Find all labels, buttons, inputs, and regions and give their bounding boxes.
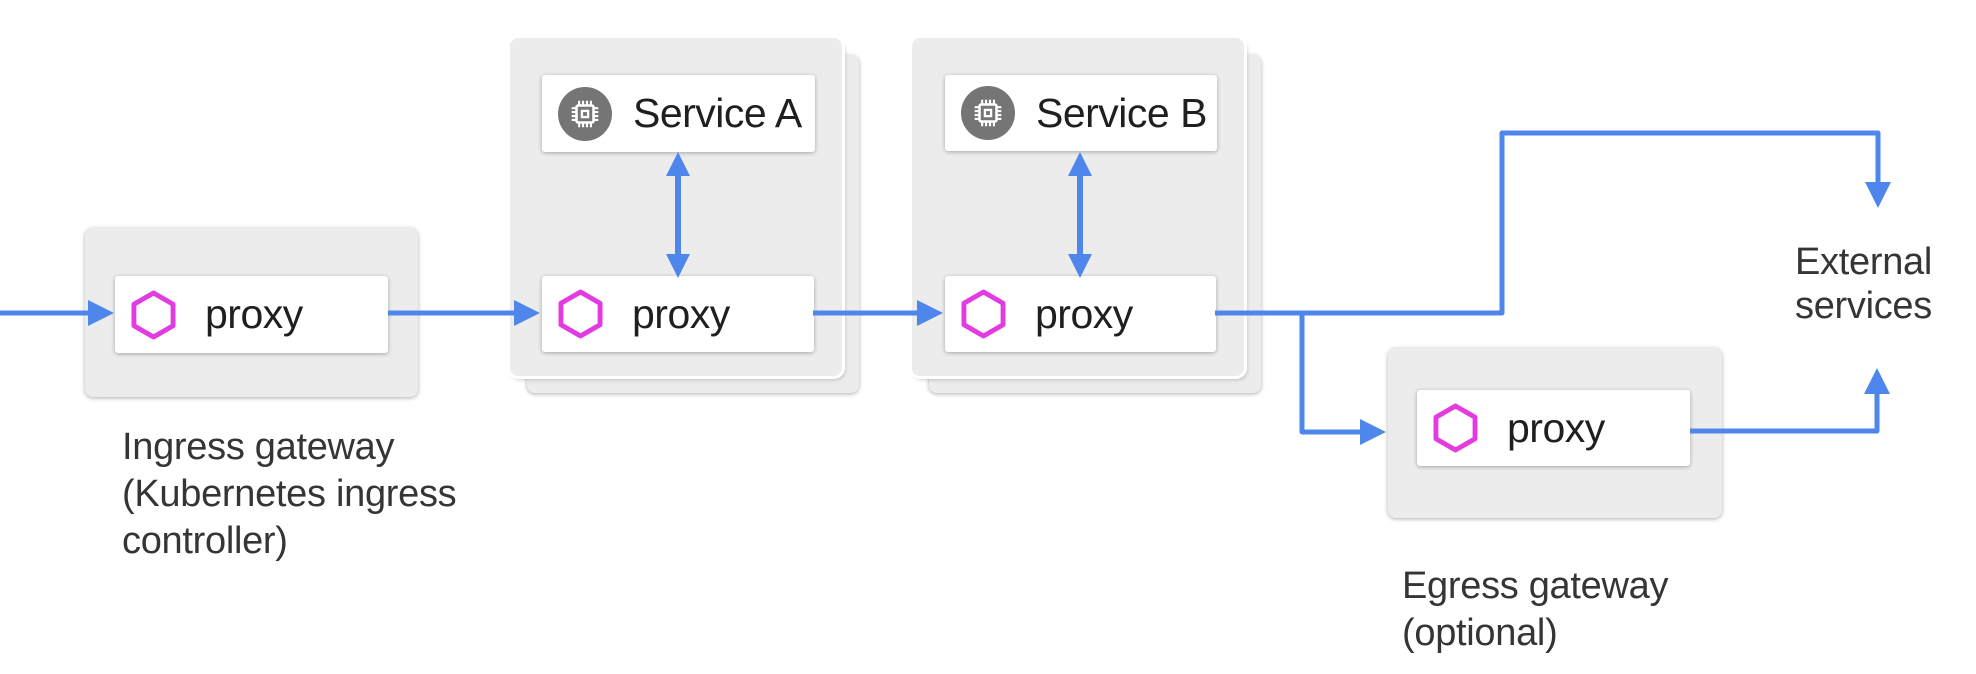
external-services-label: External services — [1795, 241, 1933, 327]
microchip-icon — [571, 100, 599, 127]
service-b-proxy-label: proxy — [1035, 290, 1133, 337]
ingress-proxy-label: proxy — [205, 291, 303, 337]
egress-proxy-label: proxy — [1507, 404, 1605, 451]
service-a-proxy-box: proxy — [542, 276, 814, 352]
service-circle — [961, 86, 1015, 140]
envoy-hexagon-icon — [961, 289, 1006, 339]
egress-gateway-caption: Egress gateway (optional) — [1402, 565, 1669, 654]
microchip-icon — [974, 99, 1002, 127]
service-a-title: Service A — [633, 90, 802, 136]
ingress-gateway-caption: Ingress gateway (Kubernetes ingress cont… — [122, 426, 457, 562]
branch-to-egress-line — [1299, 313, 1360, 435]
ingress-proxy-box: proxy — [115, 276, 388, 353]
service-b-to-external-arrowhead-icon — [1865, 182, 1891, 208]
service-circle — [558, 86, 612, 141]
branch-to-egress-arrowhead-icon — [1360, 419, 1386, 445]
service-b-title: Service B — [1036, 89, 1207, 136]
envoy-hexagon-icon — [558, 289, 603, 339]
envoy-hexagon-icon — [131, 290, 176, 339]
service-a-proxy-label: proxy — [632, 290, 730, 337]
egress-proxy-box: proxy — [1417, 390, 1690, 466]
egress-to-external-arrowhead-icon — [1864, 368, 1890, 394]
service-b-to-external-line — [1215, 130, 1881, 316]
service-b-box: Service B — [945, 75, 1217, 151]
service-a-box: Service A — [542, 75, 815, 152]
envoy-hexagon-icon — [1433, 403, 1478, 453]
service-b-proxy-box: proxy — [945, 276, 1216, 352]
